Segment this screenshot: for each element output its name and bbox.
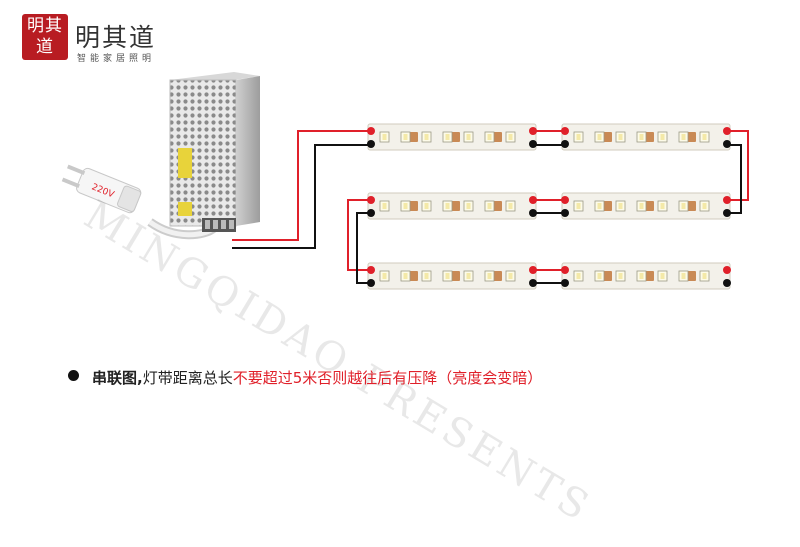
led-strip-segment xyxy=(561,262,731,290)
led-strip-segment xyxy=(561,123,731,151)
led-strip-segment xyxy=(561,192,731,220)
led-strips xyxy=(367,123,731,290)
wires xyxy=(232,130,749,284)
bullet-icon xyxy=(68,370,79,381)
caption-lead: 串联图, xyxy=(92,369,143,387)
power-supply-box xyxy=(169,72,260,232)
brand-subtitle: 智能家居照明 xyxy=(77,54,156,64)
caption-middle: 灯带距离总长 xyxy=(142,369,233,387)
led-strip-segment xyxy=(367,262,537,290)
led-strip-segment xyxy=(367,123,537,151)
caption: 串联图,灯带距离总长不要超过5米否则越往后有压降（亮度会变暗） xyxy=(68,367,543,388)
brand-seal-logo: 明其道 xyxy=(22,14,68,60)
led-strip-segment xyxy=(367,192,537,220)
caption-warning: 不要超过5米否则越往后有压降（亮度会变暗） xyxy=(232,369,543,387)
brand-name: 明其道 xyxy=(75,23,157,52)
